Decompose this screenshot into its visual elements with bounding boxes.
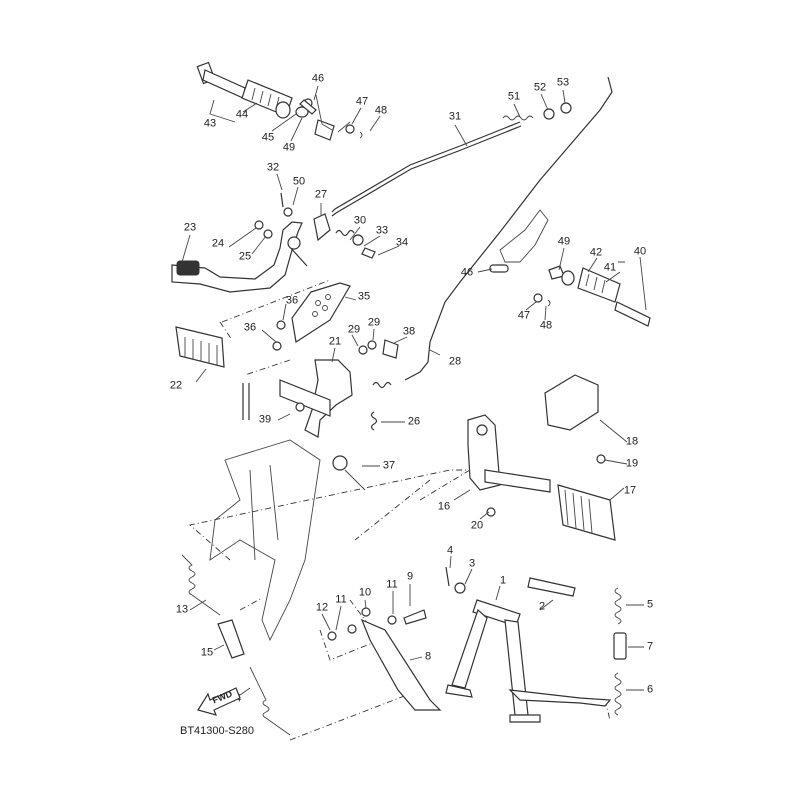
- part-callout-11[interactable]: 11: [386, 578, 398, 591]
- part-callout-49[interactable]: 49: [557, 235, 571, 248]
- part-callout-3[interactable]: 3: [468, 557, 476, 570]
- part-callout-44[interactable]: 44: [235, 108, 249, 121]
- center-stand: [445, 566, 627, 723]
- part-callout-52[interactable]: 52: [533, 81, 547, 94]
- part-callout-38[interactable]: 38: [402, 325, 416, 338]
- part-callout-48[interactable]: 48: [539, 319, 553, 332]
- part-callout-18[interactable]: 18: [625, 435, 639, 448]
- part-callout-7[interactable]: 7: [646, 640, 654, 653]
- part-callout-9[interactable]: 9: [406, 570, 414, 583]
- part-callout-24[interactable]: 24: [211, 237, 225, 250]
- side-stand: [181, 554, 442, 736]
- part-callout-46[interactable]: 46: [460, 266, 474, 279]
- part-callout-37[interactable]: 37: [382, 459, 396, 472]
- part-callout-20[interactable]: 20: [470, 519, 484, 532]
- part-callout-11[interactable]: 11: [335, 593, 347, 606]
- part-callout-47[interactable]: 47: [517, 309, 531, 322]
- forward-direction-indicator: FWD: [196, 684, 242, 721]
- part-callout-17[interactable]: 17: [623, 484, 637, 497]
- part-callout-26[interactable]: 26: [407, 415, 421, 428]
- part-callout-21[interactable]: 21: [328, 335, 342, 348]
- part-callout-30[interactable]: 30: [353, 214, 367, 227]
- part-callout-51[interactable]: 51: [507, 90, 521, 103]
- rider-footrest-right: [467, 374, 616, 541]
- frame-section: [209, 383, 366, 642]
- part-callout-50[interactable]: 50: [292, 175, 306, 188]
- part-callout-33[interactable]: 33: [375, 224, 389, 237]
- fwd-arrow-icon: [197, 687, 241, 716]
- diagram-code: BT41300-S280: [180, 725, 254, 737]
- part-callout-36[interactable]: 36: [285, 294, 299, 307]
- part-callout-15[interactable]: 15: [200, 646, 214, 659]
- part-callout-32[interactable]: 32: [266, 161, 280, 174]
- part-callout-35[interactable]: 35: [357, 290, 371, 303]
- part-callout-6[interactable]: 6: [646, 683, 654, 696]
- part-callout-40[interactable]: 40: [633, 245, 647, 258]
- part-callout-39[interactable]: 39: [258, 413, 272, 426]
- part-callout-45[interactable]: 45: [261, 131, 275, 144]
- part-callout-34[interactable]: 34: [395, 236, 409, 249]
- part-callout-49[interactable]: 49: [282, 141, 296, 154]
- rear-brake-cable: [404, 76, 613, 381]
- part-callout-47[interactable]: 47: [355, 95, 369, 108]
- part-callout-25[interactable]: 25: [238, 250, 252, 263]
- part-callout-42[interactable]: 42: [589, 246, 603, 259]
- rider-footrest-left: [175, 282, 399, 438]
- brake-pedal: [171, 192, 376, 293]
- part-callout-29[interactable]: 29: [367, 316, 381, 329]
- part-callout-28[interactable]: 28: [448, 355, 462, 368]
- brake-rod: [331, 102, 572, 217]
- part-callout-13[interactable]: 13: [175, 603, 189, 616]
- part-callout-12[interactable]: 12: [315, 601, 329, 614]
- part-callout-41[interactable]: 41: [603, 261, 617, 274]
- part-callout-48[interactable]: 48: [374, 104, 388, 117]
- passenger-footrest-right: [489, 209, 651, 327]
- passenger-footrest-left: [196, 61, 363, 141]
- part-callout-46[interactable]: 46: [311, 72, 325, 85]
- part-callout-5[interactable]: 5: [646, 598, 654, 611]
- part-callout-43[interactable]: 43: [203, 117, 217, 130]
- part-callout-22[interactable]: 22: [169, 379, 183, 392]
- part-callout-8[interactable]: 8: [424, 650, 432, 663]
- part-callout-36[interactable]: 36: [243, 321, 257, 334]
- part-callout-53[interactable]: 53: [556, 76, 570, 89]
- part-callout-19[interactable]: 19: [625, 457, 639, 470]
- part-callout-1[interactable]: 1: [499, 574, 507, 587]
- part-callout-10[interactable]: 10: [358, 586, 372, 599]
- part-callout-23[interactable]: 23: [183, 221, 197, 234]
- part-callout-31[interactable]: 31: [448, 110, 462, 123]
- part-callout-4[interactable]: 4: [446, 544, 454, 557]
- part-callout-16[interactable]: 16: [437, 500, 451, 513]
- part-callout-27[interactable]: 27: [314, 188, 328, 201]
- part-callout-29[interactable]: 29: [347, 323, 361, 336]
- part-callout-2[interactable]: 2: [538, 600, 546, 613]
